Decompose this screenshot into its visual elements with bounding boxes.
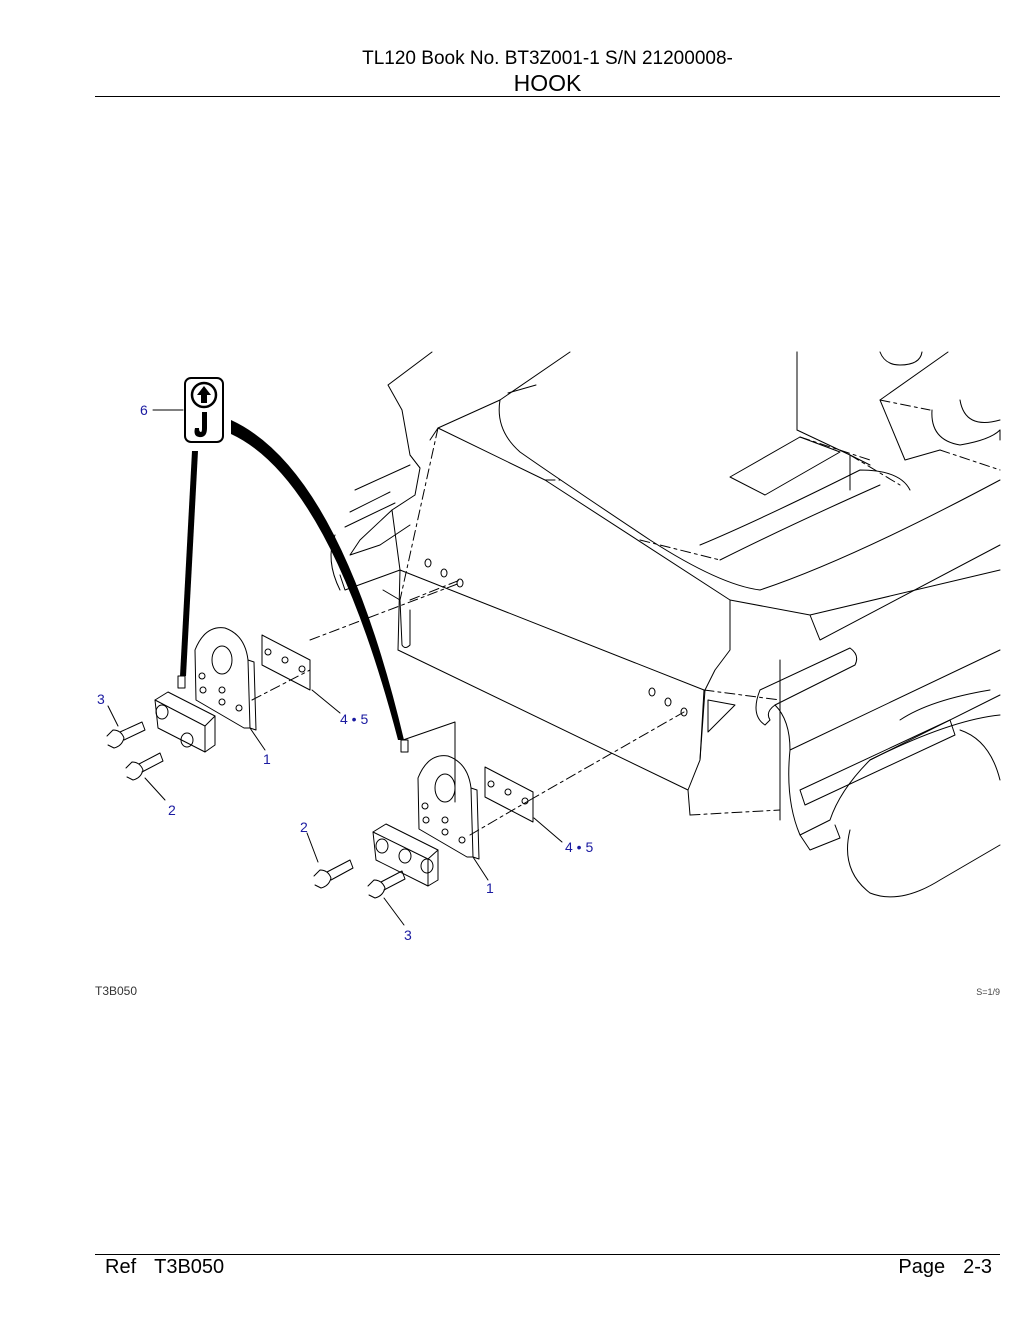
footer-rule — [95, 1254, 1000, 1255]
callout-2-right: 2 — [300, 819, 308, 835]
callout-2-left: 2 — [168, 802, 176, 818]
hook-lift-icon — [184, 377, 224, 443]
header-rule — [95, 96, 1000, 97]
footer-ref-label: Ref — [105, 1256, 137, 1278]
figure-scale: S=1/9 — [976, 987, 1000, 997]
footer-page-label: Page — [898, 1256, 946, 1278]
callout-1-right: 1 — [486, 880, 494, 896]
page-title: HOOK — [513, 70, 582, 96]
callout-4-5-right: 4 • 5 — [565, 839, 593, 855]
machine-frame — [330, 351, 1001, 898]
callout-6: 6 — [140, 402, 148, 418]
callout-3-left: 3 — [97, 691, 105, 707]
footer-page-number: 2-3 — [963, 1256, 992, 1278]
callout-4-5-left: 4 • 5 — [340, 711, 368, 727]
header-book-info: TL120 Book No. BT3Z001-1 S/N 21200008- — [362, 48, 733, 69]
footer-ref-value: T3B050 — [154, 1256, 225, 1278]
callout-3-right: 3 — [404, 927, 412, 943]
figure-code: T3B050 — [95, 984, 138, 998]
footer-ref: Ref T3B050 — [105, 1256, 224, 1279]
footer-page: Page 2-3 — [898, 1256, 992, 1279]
left-hook-assembly — [106, 627, 311, 781]
callout-1-left: 1 — [263, 751, 271, 767]
right-hook-assembly — [313, 721, 534, 899]
callout-leaders — [107, 409, 563, 926]
